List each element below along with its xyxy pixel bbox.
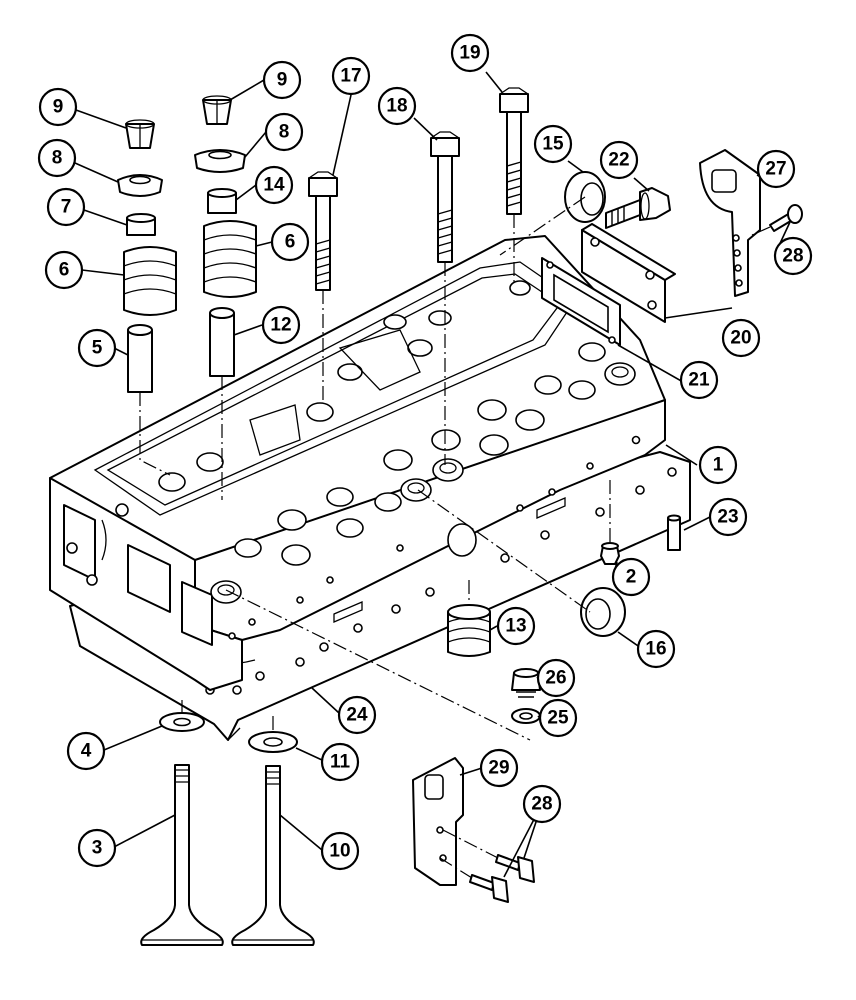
callout-label: 28 [782,246,803,267]
callout-label: 18 [386,96,407,117]
callout-label: 22 [608,150,629,171]
callout-25: 25 [538,698,578,738]
callout-label: 10 [329,841,350,862]
callout-3: 3 [77,828,117,868]
callout-label: 26 [545,668,566,689]
cover-plate [581,223,676,323]
callout-21: 21 [679,360,719,400]
cylinder-head [49,235,666,691]
callout-label: 21 [688,370,710,391]
callout-24: 24 [337,695,377,735]
callout-label: 9 [277,70,288,91]
callout-1: 1 [698,445,738,485]
spring-seats [126,188,237,236]
callout-label: 24 [346,705,368,726]
callout-label: 28 [531,794,552,815]
callout-label: 7 [61,197,72,218]
callout-29: 29 [479,748,519,788]
callout-label: 13 [505,616,526,637]
callout-label: 29 [488,758,509,779]
callout-label: 11 [330,752,351,773]
callout-label: 9 [53,97,64,118]
callout-label: 19 [459,43,480,64]
callout-8b: 8 [264,112,304,152]
lifting-bracket-front [412,757,464,886]
callout-label: 17 [340,66,361,87]
callout-6a: 6 [44,250,84,290]
valve-springs [123,220,257,316]
callout-label: 5 [92,338,103,359]
callout-label: 6 [59,260,70,281]
seal-ring-stack [447,604,491,657]
bracket-screws-rear [769,204,803,232]
callout-label: 15 [542,134,564,155]
callout-2: 2 [611,557,651,597]
callout-label: 12 [270,315,291,336]
callout-label: 25 [547,708,569,729]
callout-22: 22 [599,140,639,180]
callout-label: 1 [713,455,724,476]
callout-label: 27 [765,159,786,180]
callout-label: 23 [717,507,738,528]
callout-26: 26 [536,658,576,698]
callout-18: 18 [377,86,417,126]
callout-28a: 28 [773,236,813,276]
callout-17: 17 [331,56,371,96]
callout-5: 5 [77,328,117,368]
callout-14: 14 [254,165,294,205]
callout-12: 12 [261,305,301,345]
callout-label: 20 [730,328,751,349]
callout-label: 16 [645,639,666,660]
callout-19: 19 [450,33,490,73]
assembly-centerlines [139,196,771,879]
spring-retainers [117,149,246,197]
callout-9b: 9 [262,60,302,100]
callout-4: 4 [66,731,106,771]
leader-lines [74,71,791,878]
bracket-screws-front [469,854,535,903]
valve-seat-washers [159,712,298,753]
callout-label: 8 [52,148,63,169]
callout-28b: 28 [522,784,562,824]
callout-label: 4 [81,741,92,762]
callout-6b: 6 [270,222,310,262]
callout-label: 6 [285,232,296,253]
intake-valve [231,765,315,946]
callout-7: 7 [46,187,86,227]
lifting-bracket-rear [699,149,761,297]
callout-label: 3 [92,838,103,859]
flanged-stud [605,187,671,229]
callout-9a: 9 [38,87,78,127]
callout-16: 16 [636,629,676,669]
callout-27: 27 [756,149,796,189]
callout-11: 11 [320,742,360,782]
exhaust-valve [140,764,224,946]
callout-label: 2 [626,567,637,588]
callout-20: 20 [721,318,761,358]
callout-15: 15 [533,124,573,164]
callout-label: 8 [279,122,290,143]
dowel-pin [667,514,681,551]
deck-bosses [158,280,636,604]
callout-23: 23 [708,497,748,537]
cover-gasket [541,257,621,346]
callout-10: 10 [320,831,360,871]
sealing-washer [511,708,541,724]
valve-guides [127,307,235,393]
drain-plug [511,668,541,698]
cup-plugs [564,171,626,637]
injector-sleeve [600,542,620,565]
head-bolts [308,87,529,291]
callout-8a: 8 [37,138,77,178]
valve-collets [125,95,232,149]
callout-13: 13 [496,606,536,646]
callout-label: 14 [263,175,285,196]
